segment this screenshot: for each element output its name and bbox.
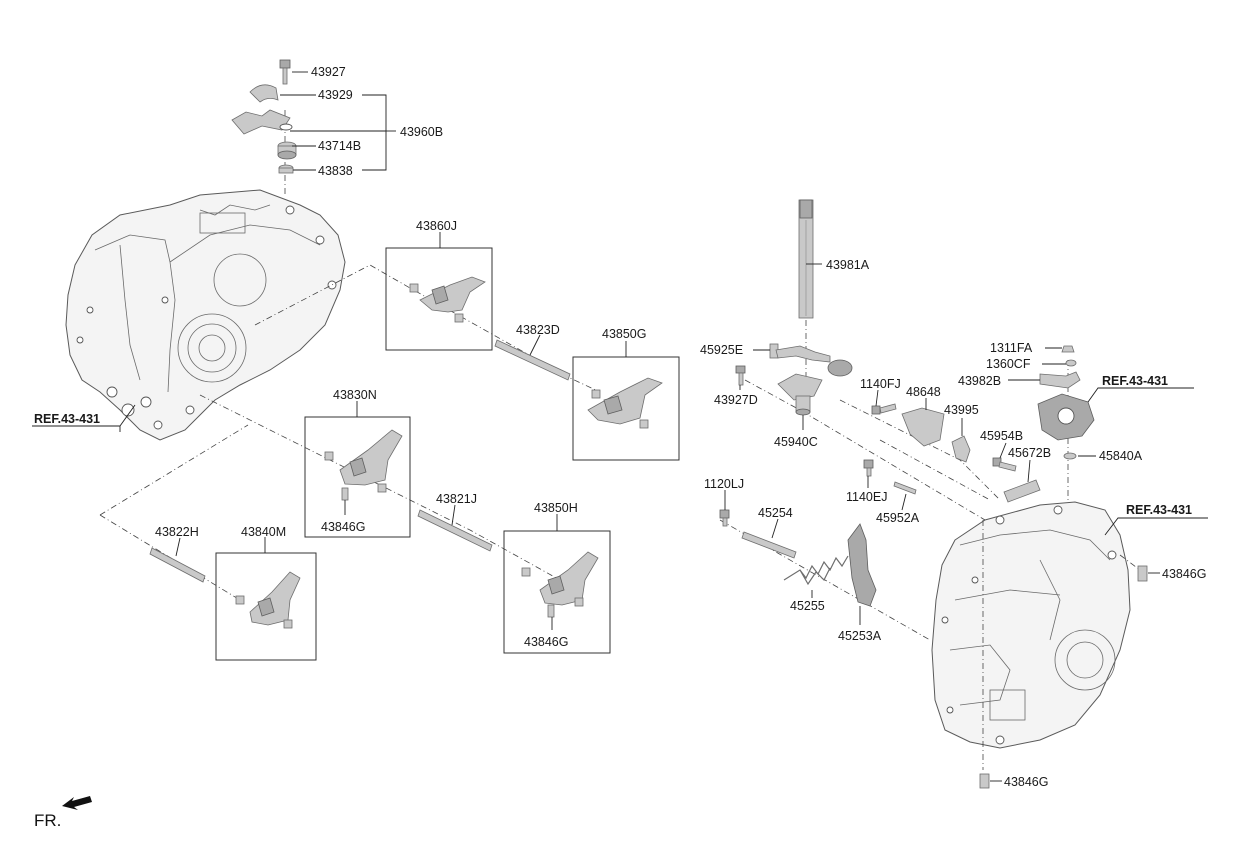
- dowel-43846G-bottom-part: [979, 773, 990, 789]
- bolt-45954B-part: [992, 457, 1017, 472]
- label-45254[interactable]: 45254: [758, 506, 793, 520]
- fork-43830N-part: [324, 429, 403, 501]
- label-43821J[interactable]: 43821J: [436, 492, 477, 506]
- label-43846G-c[interactable]: 43846G: [1162, 567, 1206, 581]
- rod-43822H-part: [149, 547, 206, 583]
- front-label: FR.: [34, 811, 61, 830]
- rod-43821J-part: [417, 509, 493, 552]
- bolt-1140EJ-part: [863, 459, 874, 477]
- label-43927[interactable]: 43927: [311, 65, 346, 79]
- label-45940C[interactable]: 45940C: [774, 435, 818, 449]
- leader-lines: [32, 71, 1208, 782]
- label-43830N[interactable]: 43830N: [333, 388, 377, 402]
- bolt-1120LJ-part: [719, 509, 730, 527]
- label-43846G-a[interactable]: 43846G: [321, 520, 365, 534]
- box-43860J: [385, 247, 493, 351]
- label-1140FJ[interactable]: 1140FJ: [860, 377, 901, 391]
- clip-43929-part: [249, 84, 279, 103]
- label-45253A[interactable]: 45253A: [838, 629, 882, 643]
- label-1360CF[interactable]: 1360CF: [986, 357, 1031, 371]
- label-43822H[interactable]: 43822H: [155, 525, 199, 539]
- label-1311FA[interactable]: 1311FA: [990, 341, 1033, 355]
- oring-45840A-part: [1063, 452, 1077, 460]
- ref-label-left[interactable]: REF.43-431: [34, 412, 100, 426]
- label-43846G-b[interactable]: 43846G: [524, 635, 568, 649]
- label-43860J[interactable]: 43860J: [416, 219, 457, 233]
- label-1140EJ[interactable]: 1140EJ: [846, 490, 887, 504]
- lever-45253A-part: [847, 523, 877, 607]
- bracket-45940C-part: [777, 373, 823, 416]
- label-43995[interactable]: 43995: [944, 403, 979, 417]
- label-43929[interactable]: 43929: [318, 88, 353, 102]
- washer-1360CF-part: [1065, 359, 1077, 367]
- label-43714B[interactable]: 43714B: [318, 139, 361, 153]
- sensor-assembly-part: [1037, 393, 1095, 441]
- spring-45255-part: [783, 555, 849, 586]
- seal-43838-part: [278, 164, 294, 174]
- bolt-43927-part: [279, 59, 291, 85]
- front-arrow-icon: [62, 796, 92, 810]
- label-45672B[interactable]: 45672B: [1008, 446, 1051, 460]
- fork-43860J-part: [409, 276, 486, 323]
- label-43927D[interactable]: 43927D: [714, 393, 758, 407]
- label-45840A[interactable]: 45840A: [1099, 449, 1143, 463]
- bracket-45672B-part: [1003, 479, 1041, 503]
- plate-48648-part: [901, 407, 945, 447]
- label-43840M[interactable]: 43840M: [241, 525, 286, 539]
- dowel-43846G-right-part: [1137, 565, 1148, 582]
- label-45255[interactable]: 45255: [790, 599, 825, 613]
- left-transmission-case: [65, 189, 346, 441]
- arm-43982B-part: [1039, 371, 1081, 389]
- box-43840M: [215, 552, 317, 661]
- bracket-43960B-part: [231, 109, 291, 135]
- label-1120LJ[interactable]: 1120LJ: [704, 477, 744, 491]
- fork-43850G-part: [587, 377, 663, 429]
- part-labels: 43927 43929 43960B 43714B 43838 43860J 4…: [34, 65, 1206, 789]
- label-45925E[interactable]: 45925E: [700, 343, 743, 357]
- bushing-43714B-part: [277, 141, 297, 160]
- label-43823D[interactable]: 43823D: [516, 323, 560, 337]
- label-43960B[interactable]: 43960B: [400, 125, 443, 139]
- lever-45925E-part: [769, 343, 853, 377]
- rod-43823D-part: [494, 339, 571, 381]
- front-direction-indicator: FR.: [34, 796, 92, 830]
- fork-43850H-part: [521, 551, 599, 618]
- nut-1311FA-part: [1061, 345, 1075, 353]
- pin-45254-part: [741, 531, 797, 559]
- label-48648[interactable]: 48648: [906, 385, 941, 399]
- label-45954B[interactable]: 45954B: [980, 429, 1023, 443]
- label-43850G[interactable]: 43850G: [602, 327, 646, 341]
- label-43981A[interactable]: 43981A: [826, 258, 870, 272]
- bolt-1140FJ-part: [871, 403, 897, 415]
- bolt-43927D-part: [735, 365, 746, 386]
- label-43846G-d[interactable]: 43846G: [1004, 775, 1048, 789]
- part-43995-part: [951, 435, 971, 463]
- label-43838[interactable]: 43838: [318, 164, 353, 178]
- parts: [149, 59, 1148, 789]
- ref-label-right-mid[interactable]: REF.43-431: [1126, 503, 1192, 517]
- label-43850H[interactable]: 43850H: [534, 501, 578, 515]
- pin-45952A-part: [893, 481, 917, 495]
- label-45952A[interactable]: 45952A: [876, 511, 920, 525]
- ref-label-right-top[interactable]: REF.43-431: [1102, 374, 1168, 388]
- box-43830N: [304, 416, 411, 538]
- right-transmission-case: [931, 501, 1131, 749]
- shaft-43981A-part: [798, 199, 814, 319]
- fork-43840M-part: [235, 571, 301, 629]
- label-43982B[interactable]: 43982B: [958, 374, 1001, 388]
